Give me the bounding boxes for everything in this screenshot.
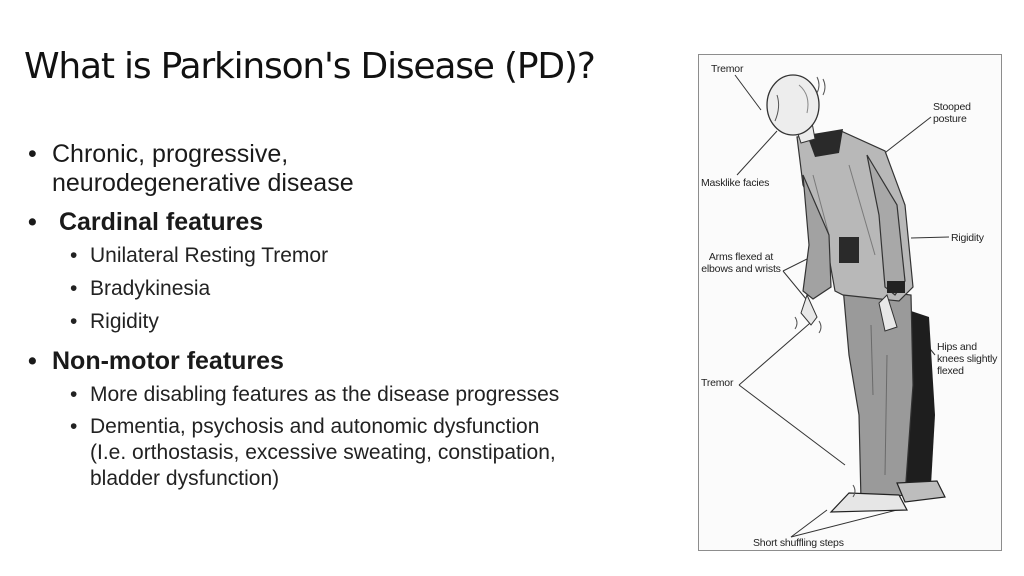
bullet-marker: • [28,208,37,236]
bullet-chronic: • Chronic, progressive, neurodegenerativ… [28,140,688,198]
trousers [842,286,914,502]
sub-bullet-disabling: • More disabling features as the disease… [70,383,560,406]
head [766,74,820,136]
bullet-cardinal-features: • Cardinal features [28,208,688,237]
bullet-marker: • [70,244,78,267]
label-arms-flexed: Arms flexed at elbows and wrists [701,251,781,275]
tremor-marks [794,76,856,498]
bullet-marker: • [70,277,78,300]
sub-bullet-dementia: • Dementia, psychosis and autonomic dysf… [70,415,556,490]
label-tremor-hand: Tremor [701,377,734,389]
sub-bullet-rigidity: • Rigidity [70,310,159,333]
jacket-pocket [839,237,859,263]
label-short-shuffling-steps: Short shuffling steps [753,537,844,549]
front-arm [802,174,832,300]
front-shoe [829,492,908,513]
label-masklike-facies: Masklike facies [701,177,770,189]
label-stooped-posture: Stooped posture [933,101,971,125]
bullet-non-motor-features: • Non-motor features [28,347,688,376]
bullet-list: • Chronic, progressive, neurodegenerativ… [28,140,688,492]
back-hand [878,294,898,332]
back-arm [866,154,906,296]
bullet-marker: • [28,140,37,168]
bullet-marker: • [70,415,78,438]
parkinson-patient-illustration: Tremor Stooped posture Masklike facies R… [698,54,1002,551]
bullet-marker: • [28,347,37,375]
non-motor-sublist: • More disabling features as the disease… [28,382,688,492]
bullet-chronic-line-2: neurodegenerative disease [52,169,354,197]
collar [807,129,843,157]
slide-title: What is Parkinson's Disease (PD)? [24,46,596,87]
front-hand [800,293,818,326]
label-tremor-head: Tremor [711,63,744,75]
cardinal-sublist: • Unilateral Resting Tremor • Bradykines… [28,243,688,335]
bullet-marker: • [70,383,78,406]
sub-bullet-bradykinesia: • Bradykinesia [70,277,211,300]
cardinal-features-heading: Cardinal features [52,208,264,236]
sub-bullet-tremor: • Unilateral Resting Tremor [70,244,329,267]
non-motor-features-heading: Non-motor features [52,347,284,375]
label-hips-knees: Hips and knees slightly flexed [937,341,998,377]
bullet-marker: • [70,310,78,333]
back-shoe [896,480,946,503]
bullet-chronic-line-1: Chronic, progressive, [52,140,289,168]
patient-drawing [734,74,950,538]
label-rigidity: Rigidity [951,232,984,244]
